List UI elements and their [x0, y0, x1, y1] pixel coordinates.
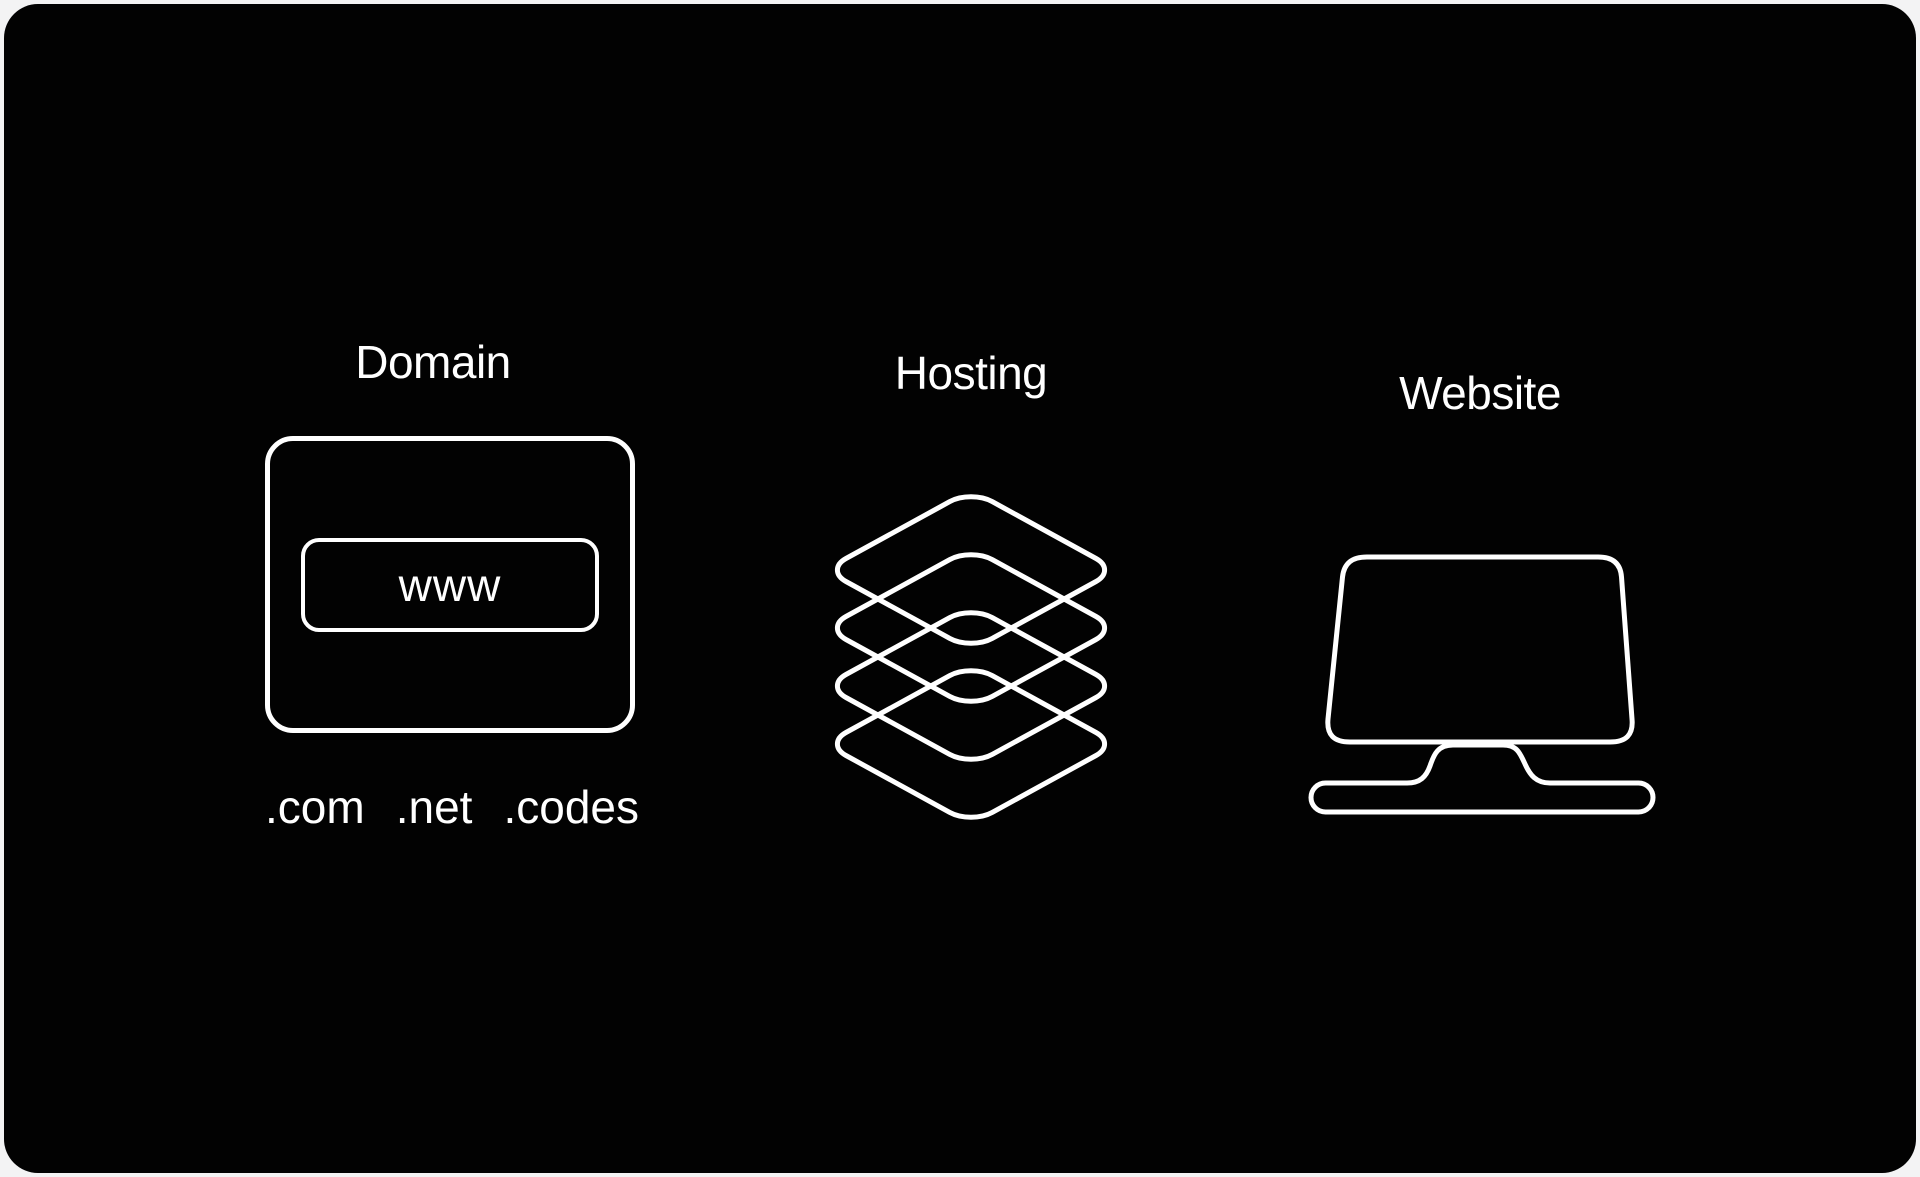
layer-2-diamond — [825, 548, 1117, 708]
layer-4-diamond — [825, 664, 1117, 824]
layers-stack-icon — [818, 483, 1124, 831]
layer-1-diamond — [825, 490, 1117, 650]
tld-list: .com .net .codes — [265, 784, 639, 830]
layer-3-diamond — [825, 606, 1117, 766]
tld-item-net: .net — [395, 781, 473, 833]
tld-item-codes: .codes — [503, 781, 639, 833]
domain-title: Domain — [355, 336, 511, 388]
website-title: Website — [1399, 367, 1561, 419]
address-bar-text: www — [398, 558, 502, 611]
illustration-panel: Domain www .com .net .codes Hosting — [4, 4, 1916, 1173]
hosting-title: Hosting — [894, 347, 1048, 399]
monitor-icon — [1308, 554, 1656, 815]
monitor-screen — [1325, 554, 1635, 745]
browser-window-icon: www — [265, 436, 635, 733]
address-bar: www — [301, 537, 599, 632]
monitor-stand — [1308, 742, 1656, 815]
tld-item-com: .com — [265, 781, 365, 833]
